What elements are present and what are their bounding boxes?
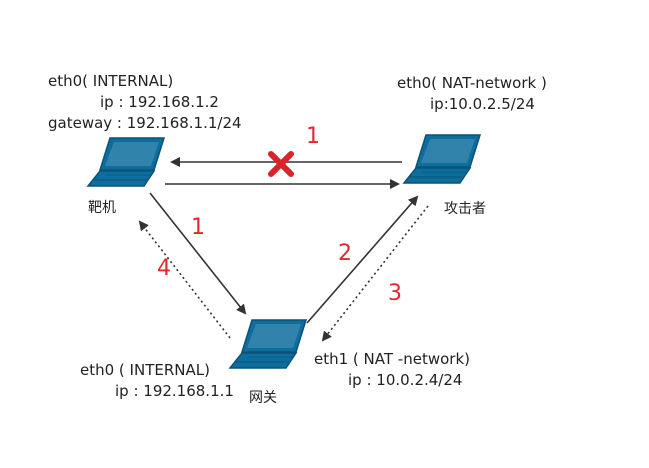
gateway-nat-ip-label: ip : 10.0.2.4/24	[348, 371, 463, 389]
target-ip-label: ip : 192.168.1.2	[100, 93, 219, 111]
target-gateway-label: gateway : 192.168.1.1/24	[48, 114, 242, 132]
arrow-target-to-gateway	[149, 192, 247, 315]
blocked-cross-icon	[268, 151, 294, 177]
attacker-interface-label: eth0( NAT-network )	[397, 74, 547, 92]
target-interface-label: eth0( INTERNAL)	[48, 72, 174, 90]
arrow-gateway-to-attacker	[306, 195, 419, 324]
attacker-laptop-icon	[403, 134, 481, 184]
step-label-target-to-gateway: 1	[191, 215, 205, 240]
step-label-attacker-to-gateway: 3	[388, 281, 402, 306]
attacker-name-label: 攻击者	[444, 201, 486, 217]
gateway-internal-ip-label: ip : 192.168.1.1	[115, 382, 234, 400]
gateway-laptop-icon	[229, 319, 307, 369]
step-label-top: 1	[306, 124, 320, 149]
attacker-ip-label: ip:10.0.2.5/24	[430, 95, 535, 113]
target-laptop-icon	[87, 137, 165, 187]
arrow-attacker-to-gateway	[321, 205, 429, 342]
gateway-internal-interface-label: eth0 ( INTERNAL)	[80, 361, 210, 379]
step-label-gateway-to-target: 4	[157, 256, 171, 281]
gateway-nat-interface-label: eth1 ( NAT -network)	[314, 350, 470, 368]
gateway-name-label: 网关	[249, 390, 277, 406]
arrow-gateway-to-target	[138, 220, 231, 339]
step-label-gateway-to-attacker: 2	[338, 241, 352, 266]
target-name-label: 靶机	[88, 200, 116, 216]
